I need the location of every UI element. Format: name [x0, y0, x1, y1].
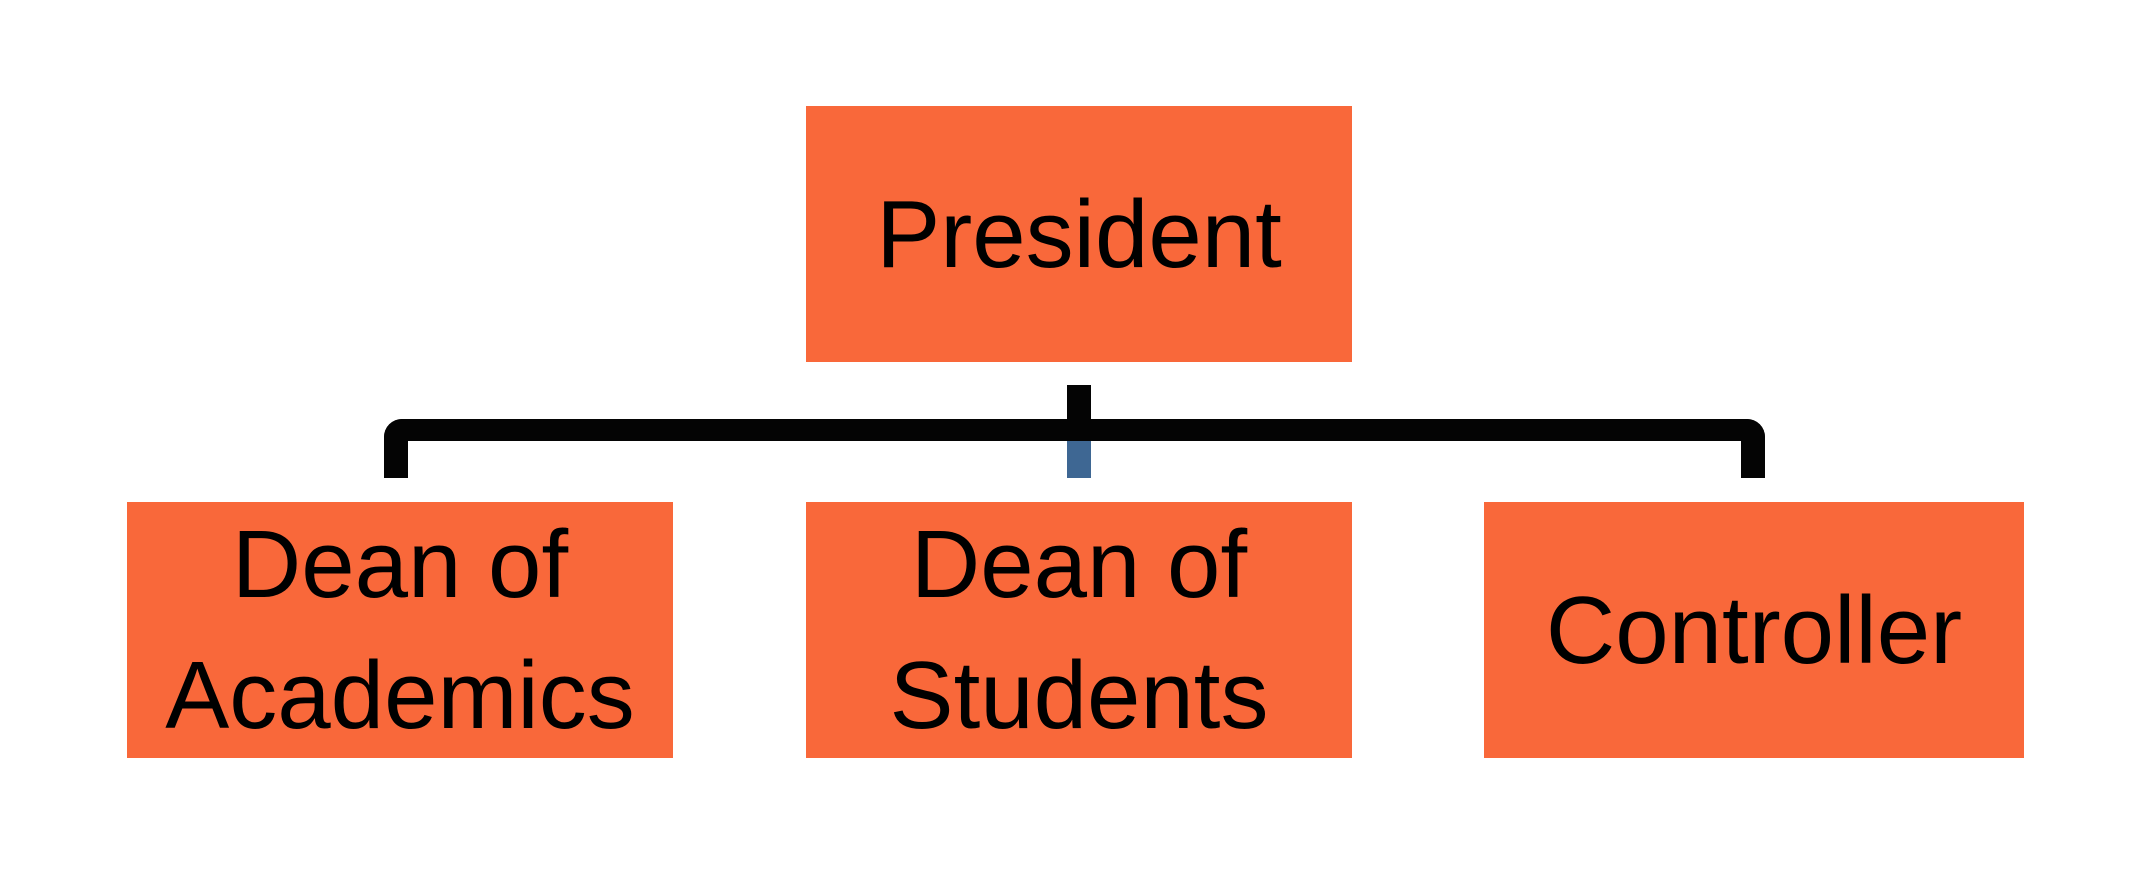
- node-president-label: President: [876, 180, 1282, 288]
- node-president: President: [806, 106, 1352, 362]
- node-dean-of-academics-label-line2: Academics: [165, 642, 635, 749]
- node-dean-of-students: Dean of Students: [806, 502, 1352, 758]
- node-dean-of-academics-label-line1: Dean of: [231, 511, 569, 618]
- node-dean-of-students-label-line1: Dean of: [910, 511, 1248, 618]
- connector-president-stub: [1067, 385, 1091, 441]
- node-controller: Controller: [1484, 502, 2024, 758]
- node-controller-label: Controller: [1545, 576, 1963, 684]
- connector-students-branch: [1067, 441, 1091, 478]
- node-dean-of-academics: Dean of Academics: [127, 502, 673, 758]
- node-dean-of-students-label-line2: Students: [889, 642, 1269, 749]
